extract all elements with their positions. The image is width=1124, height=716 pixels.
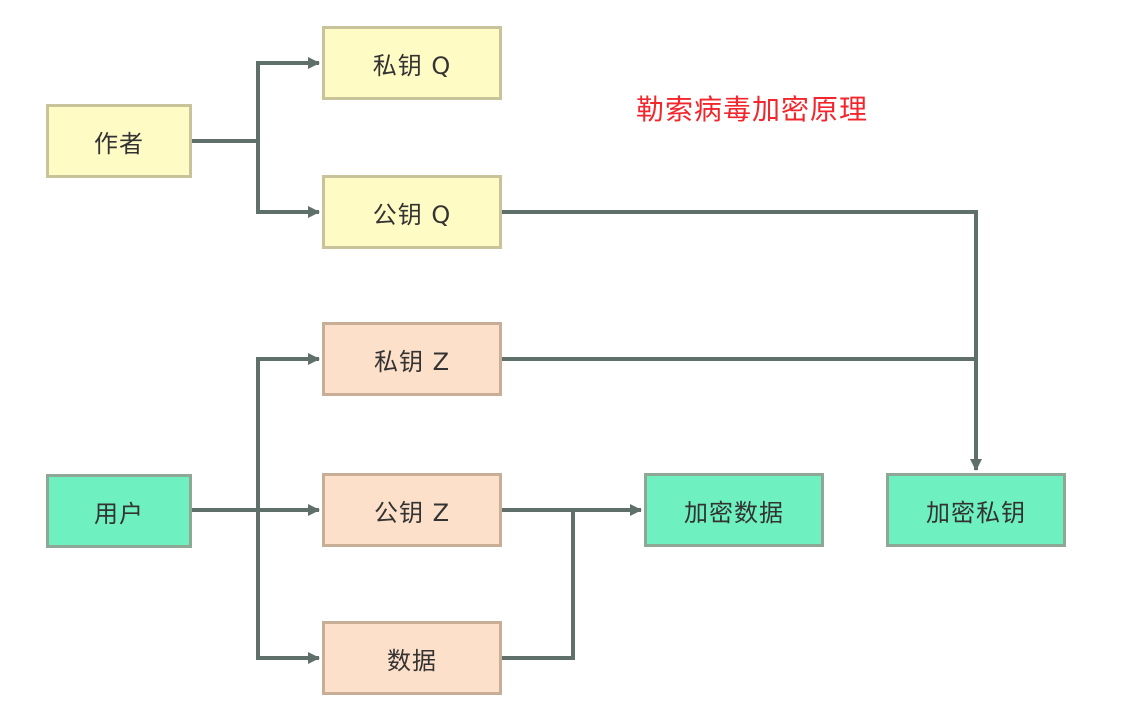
node-private-key-q: 私钥 Q [322, 26, 502, 100]
node-encrypted-data-label: 加密数据 [684, 498, 784, 527]
node-private-key-z-label: 私钥 Z [373, 347, 451, 376]
node-author: 作者 [46, 104, 192, 178]
edge-author-to-private-q [192, 57, 320, 143]
node-author-label: 作者 [94, 129, 144, 158]
node-data: 数据 [322, 621, 502, 695]
node-public-key-z-label: 公钥 Z [373, 498, 451, 527]
node-user: 用户 [46, 474, 192, 548]
edge-author-to-public-q [256, 141, 320, 218]
diagram-title: 勒索病毒加密原理 [636, 93, 869, 126]
node-private-key-q-label: 私钥 Q [372, 51, 452, 80]
node-encrypted-private-key-label: 加密私钥 [926, 498, 1026, 527]
node-public-key-q-label: 公钥 Q [372, 200, 452, 229]
edge-user-to-private-z [256, 353, 320, 510]
node-encrypted-data: 加密数据 [644, 473, 824, 547]
edge-user-to-data [256, 510, 320, 664]
node-data-label: 数据 [387, 646, 437, 675]
node-public-key-z: 公钥 Z [322, 473, 502, 547]
node-private-key-z: 私钥 Z [322, 322, 502, 396]
edge-data-to-encrypted-data [502, 510, 575, 660]
edge-public-q-to-encrypted-private-key [502, 210, 982, 471]
node-user-label: 用户 [94, 499, 144, 528]
node-public-key-q: 公钥 Q [322, 175, 502, 249]
node-encrypted-private-key: 加密私钥 [886, 473, 1066, 547]
